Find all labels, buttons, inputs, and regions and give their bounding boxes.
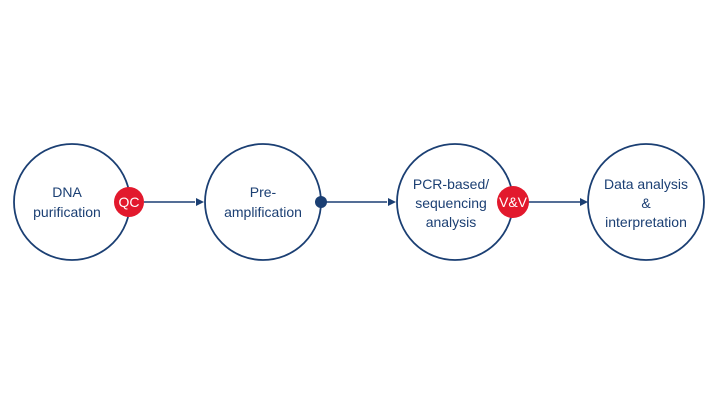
step-circle-pre-amplification (204, 143, 322, 261)
step-label-dna-purification-line-1: DNA (52, 184, 82, 200)
step-label-pcr-sequencing-line-1: PCR-based/ (413, 176, 489, 192)
step-circle-data-analysis (587, 143, 705, 261)
step-label-data-analysis-line-2: & (641, 195, 651, 211)
step-label-pre-amplification-line-2: amplification (224, 204, 302, 220)
qc-badge (114, 187, 144, 217)
step-label-pcr-sequencing-line-2: sequencing (415, 195, 487, 211)
arrow-1-head (196, 198, 204, 206)
qc-badge-label: QC (119, 194, 140, 210)
step-label-dna-purification-line-2: purification (33, 204, 101, 220)
dot-marker (315, 196, 327, 208)
step-label-data-analysis-line-3: interpretation (605, 214, 687, 230)
step-label-pre-amplification-line-1: Pre- (250, 184, 277, 200)
step-label-data-analysis-line-1: Data analysis (604, 176, 688, 192)
vv-badge (497, 186, 529, 218)
step-circle-dna-purification (13, 143, 131, 261)
arrow-2-head (388, 198, 396, 206)
vv-badge-label: V&V (499, 194, 528, 210)
arrow-3-head (580, 198, 588, 206)
step-label-pcr-sequencing-line-3: analysis (426, 214, 477, 230)
